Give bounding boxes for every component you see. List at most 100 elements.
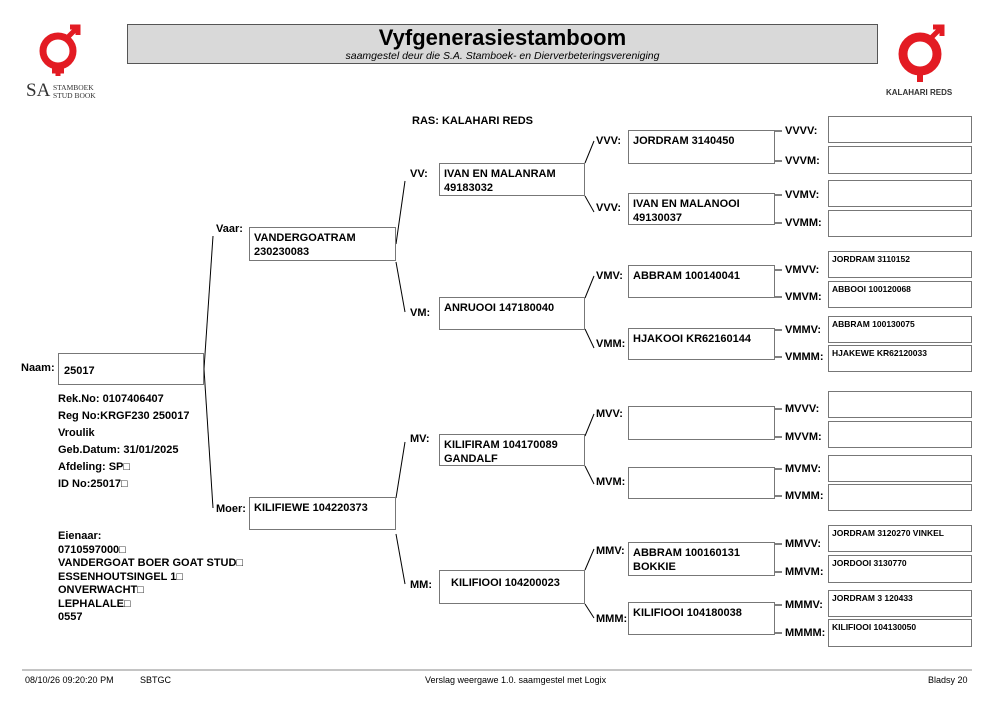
g5-box-mvmm — [828, 484, 972, 511]
mvv-label: MVV: — [596, 408, 623, 420]
g5-name: KILIFIOOI 104130050 — [832, 622, 917, 632]
mvm-box — [628, 467, 775, 499]
owner-block: Eienaar: 0710597000□ VANDERGOAT BOER GOA… — [58, 530, 243, 625]
g5-box-mmmv: JORDRAM 3 120433 — [828, 590, 972, 617]
g5-label-vvvm: VVVM: — [785, 155, 820, 167]
owner-name: VANDERGOAT BOER GOAT STUD□ — [58, 557, 244, 569]
g5-label-vvmm: VVMM: — [785, 217, 822, 229]
g5-name: ABBOOI 100120068 — [832, 284, 911, 294]
vv-name: IVAN EN MALANRAM 49183032 — [444, 168, 556, 194]
page-title: Vyfgenerasiestamboom — [378, 25, 627, 50]
g5-label-vmmv: VMMV: — [785, 324, 822, 336]
sex: Vroulik — [58, 427, 95, 439]
sire-box: VANDERGOATRAM 230230083 — [249, 227, 396, 261]
kalahari-reds-text: KALAHARI REDS — [886, 88, 953, 97]
mmv-box: ABBRAM 100160131 BOKKIE — [628, 542, 775, 576]
g5-box-vmvm: ABBOOI 100120068 — [828, 281, 972, 308]
vvm-label: VVV: — [596, 202, 622, 214]
g5-name: HJAKEWE KR62120033 — [832, 348, 927, 358]
sire-name: VANDERGOATRAM 230230083 — [254, 232, 356, 258]
dam-name: KILIFIEWE 104220373 — [254, 502, 368, 514]
g5-label-vmvm: VMVM: — [785, 291, 822, 303]
vv-label: VV: — [410, 168, 428, 180]
g5-label-mvvv: MVVV: — [785, 403, 820, 415]
sa-studbook-logo-icon — [39, 24, 81, 76]
mv-label: MV: — [410, 433, 430, 445]
g5-name: JORDRAM 3110152 — [832, 254, 910, 264]
g5-name: JORDRAM 3120270 VINKEL — [832, 528, 944, 538]
birth-date: Geb.Datum: 31/01/2025 — [58, 444, 179, 456]
owner-town: LEPHALALE□ — [58, 597, 131, 610]
g5-label-mvmv: MVMV: — [785, 463, 822, 475]
mv-name: KILIFIRAM 104170089 GANDALF — [444, 439, 558, 465]
vv-box: IVAN EN MALANRAM 49183032 — [439, 163, 585, 196]
g5-name: JORDOOI 3130770 — [832, 558, 907, 568]
vvv-label: VVV: — [596, 135, 622, 147]
title-banner: Vyfgenerasiestamboom saamgestel deur die… — [127, 24, 878, 64]
g5-label-vvmv: VVMV: — [785, 189, 820, 201]
g5-box-vvvm — [828, 146, 972, 174]
vmv-name: ABBRAM 100140041 — [633, 270, 740, 282]
mvv-box — [628, 406, 775, 440]
g5-name: ABBRAM 100130075 — [832, 319, 915, 329]
vvv-box: JORDRAM 3140450 — [628, 130, 775, 164]
g5-box-vvvv — [828, 116, 972, 143]
mm-name: KILIFIOOI 104200023 — [451, 577, 560, 589]
breed-label: RAS: KALAHARI REDS — [412, 115, 533, 127]
mmv-label: MMV: — [596, 545, 625, 557]
g5-box-vvmm — [828, 210, 972, 237]
g5-label-mvvm: MVVM: — [785, 431, 822, 443]
g5-box-mvvv — [828, 391, 972, 418]
reg-no: Reg No:KRGF230 250017 — [58, 410, 190, 422]
owner-postcode: 0557 — [58, 611, 83, 623]
g5-label-mvmm: MVMM: — [785, 490, 824, 502]
g5-box-mmvm: JORDOOI 3130770 — [828, 555, 972, 583]
owner-phone: 0710597000□ — [58, 543, 126, 556]
id-no: ID No:25017□ — [58, 478, 128, 490]
sa-letters: SA — [26, 80, 51, 101]
naam-label: Naam: — [21, 362, 55, 374]
subject-name: 25017 — [64, 365, 95, 377]
g5-label-mmmm: MMMM: — [785, 627, 826, 639]
mmm-label: MMM: — [596, 613, 628, 625]
vmm-label: VMM: — [596, 338, 626, 350]
g5-box-vmmm: HJAKEWE KR62120033 — [828, 345, 972, 372]
g5-label-vmvv: VMVV: — [785, 264, 820, 276]
g5-label-mmvv: MMVV: — [785, 538, 822, 550]
g5-box-mvmv — [828, 455, 972, 482]
owner-suburb: ONVERWACHT□ — [58, 584, 144, 596]
g5-box-mmvv: JORDRAM 3120270 VINKEL — [828, 525, 972, 552]
footer-report: Verslag weergawe 1.0. saamgestel met Log… — [425, 675, 607, 685]
mvm-label: MVM: — [596, 476, 626, 488]
g5-box-mmmm: KILIFIOOI 104130050 — [828, 619, 972, 647]
vaar-label: Vaar: — [216, 223, 243, 235]
vvm-name: IVAN EN MALANOOI 49130037 — [633, 198, 740, 224]
owner-street: ESSENHOUTSINGEL 1□ — [58, 570, 184, 583]
g5-box-vmvv: JORDRAM 3110152 — [828, 251, 972, 278]
vmv-box: ABBRAM 100140041 — [628, 265, 775, 298]
g5-label-vmmm: VMMM: — [785, 351, 824, 363]
vvm-box: IVAN EN MALANOOI 49130037 — [628, 193, 775, 225]
g5-box-mvvm — [828, 421, 972, 448]
animal-details: Rek.No: 0107406407 Reg No:KRGF230 250017… — [58, 391, 189, 493]
footer-page: Bladsy 20 — [928, 675, 968, 685]
mm-label: MM: — [410, 579, 432, 591]
vmm-box: HJAKOOI KR62160144 — [628, 328, 775, 360]
owner-label: Eienaar: — [58, 530, 102, 542]
g5-name: JORDRAM 3 120433 — [832, 593, 913, 603]
vmv-label: VMV: — [596, 270, 623, 282]
mmm-box: KILIFIOOI 104180038 — [628, 602, 775, 635]
mmm-name: KILIFIOOI 104180038 — [633, 607, 742, 619]
studbook-text: STUD BOOK — [53, 91, 96, 100]
g5-label-mmmv: MMMV: — [785, 599, 823, 611]
subject-box: 25017 — [58, 353, 204, 385]
g5-label-mmvm: MMVM: — [785, 566, 824, 578]
afdeling: Afdeling: SP□ — [58, 461, 131, 473]
rek-no: Rek.No: 0107406407 — [58, 393, 164, 405]
vvv-name: JORDRAM 3140450 — [633, 135, 735, 147]
right-logo: KALAHARI REDS — [882, 22, 962, 102]
page-subtitle: saamgestel deur die S.A. Stamboek- en Di… — [345, 50, 660, 62]
vm-name: ANRUOOI 147180040 — [444, 302, 555, 314]
mv-box: KILIFIRAM 104170089 GANDALF — [439, 434, 585, 466]
